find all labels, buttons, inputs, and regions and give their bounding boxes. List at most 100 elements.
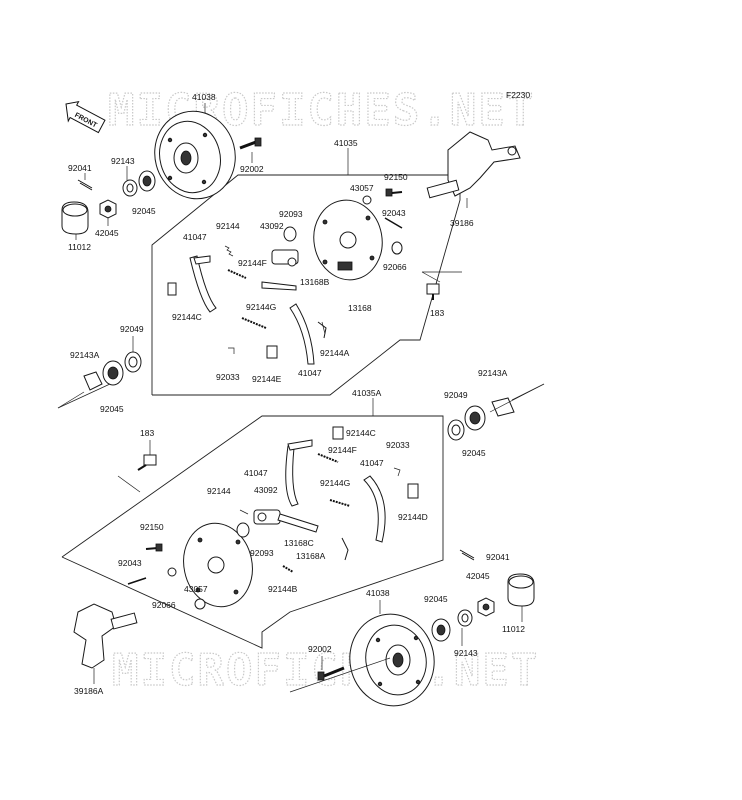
lower-assembly-frame [61,415,444,649]
label-92143A-left: 92143A [70,350,100,360]
wheel-cylinder-lower [253,509,281,525]
backing-plate-upper [313,199,383,281]
bolt-183-left [137,454,157,471]
spring-92144G-lower [329,499,351,507]
spring-92144B [282,565,294,573]
nut-42045-lower [477,597,495,617]
label-13168A: 13168A [296,551,326,561]
spring-92144F-lower [317,453,339,463]
label-41047-middle: 41047 [298,368,322,378]
cap-11012-lower [507,573,535,607]
brake-shoe-lower-right [363,475,386,543]
label-92041-right: 92041 [486,552,510,562]
label-92143-left: 92143 [111,156,135,166]
adjuster-13168A [341,537,349,561]
adjuster-13168 [317,321,327,339]
label-92066-top: 92066 [383,262,407,272]
bearing-92045-upper [138,170,156,192]
label-41047-bottom1: 41047 [244,468,268,478]
label-92093-bottom: 92093 [250,548,274,558]
seal-92049-left [124,351,142,373]
brake-drum-lower [349,613,435,707]
wheel-cylinder-upper [271,249,299,267]
label-92144-bottom: 92144 [207,486,231,496]
label-92144G-top: 92144G [246,302,276,312]
label-92045-bottom-right: 92045 [424,594,448,604]
bolt-upper [239,137,262,150]
label-92049-right: 92049 [444,390,468,400]
steering-knuckle-right [426,131,521,199]
bearing-92045-right [464,405,486,431]
oring-92093-upper [283,226,297,242]
spacer-92143A-left [83,371,103,391]
brake-drum-upper [154,110,236,200]
label-92150-bottom: 92150 [140,522,164,532]
bearing-92045-left [102,360,124,386]
label-13168: 13168 [348,303,372,313]
brake-shoe-upper-left [189,255,217,313]
clip-92144E [266,345,278,359]
grommet-92066-upper [391,241,403,255]
label-43092-top: 43092 [260,221,284,231]
label-92045-left: 92045 [132,206,156,216]
label-43092-bottom: 43092 [254,485,278,495]
label-13168B: 13168B [300,277,330,287]
steering-knuckle-left [73,603,138,669]
label-92144C-top: 92144C [172,312,202,322]
washer-92143-lower [457,609,473,627]
label-11012-left: 11012 [68,242,91,252]
pin-92043-lower [127,577,147,585]
seal-92049-right [447,419,465,441]
bolt-183-right [426,283,440,300]
watermark-bottom: MICROFICHES.NET [112,645,539,696]
front-arrow-icon: FRONT [65,100,106,134]
spring-92144F-upper [227,269,247,279]
screw-92150-upper [385,188,403,197]
label-183-left: 183 [140,428,154,438]
label-92002-top: 92002 [240,164,264,174]
backing-plate-lower [183,522,253,608]
label-92144F-bottom: 92144F [328,445,357,455]
clip-92033-upper [228,347,235,354]
label-92045-right: 92045 [462,448,486,458]
spring-92144A [321,321,326,335]
label-39186A: 39186A [74,686,104,696]
label-41047-top: 41047 [183,232,207,242]
label-13168C: 13168C [284,538,314,548]
washer-92143-upper [122,179,138,197]
pin-92043-upper [384,217,403,229]
label-92150-top: 92150 [384,172,408,182]
label-92002-bottom: 92002 [308,644,332,654]
clip-92144C-lower [332,426,344,440]
label-42045-right: 42045 [466,571,490,581]
label-92144B: 92144B [268,584,298,594]
brake-shoe-upper-right [289,303,315,365]
label-11012-right: 11012 [502,624,525,634]
label-92144C-bottom: 92144C [346,428,376,438]
spacer-92143A-right [491,397,515,417]
label-43057-top: 43057 [350,183,374,193]
bearing-92045-lower-right [431,618,451,642]
plug-43057-lower [167,567,177,577]
label-92144F-top: 92144F [238,258,267,268]
label-92143-right: 92143 [454,648,478,658]
label-41038-bottom: 41038 [366,588,390,598]
diagram-code: F2230 [506,90,530,100]
spring-92144-lower [239,509,249,515]
cotter-pin-upper [77,179,93,191]
label-92045-left2: 92045 [100,404,124,414]
label-41035A: 41035A [352,388,382,398]
part-labels: 41038 41035 92041 92143 92002 92150 4305… [68,92,525,696]
label-39186: 39186 [450,218,474,228]
cotter-pin-lower [459,549,475,561]
label-92043-top: 92043 [382,208,406,218]
cap-11012-upper [61,201,89,235]
plug-43057-upper [362,195,372,205]
label-92144G-bottom: 92144G [320,478,350,488]
label-92143A-right: 92143A [478,368,508,378]
adjuster-13168C [277,513,319,533]
spring-92144G-upper [241,317,267,329]
label-43057-bottom: 43057 [184,584,208,594]
label-92033-top: 92033 [216,372,240,382]
brake-shoe-lower-left [285,439,313,507]
